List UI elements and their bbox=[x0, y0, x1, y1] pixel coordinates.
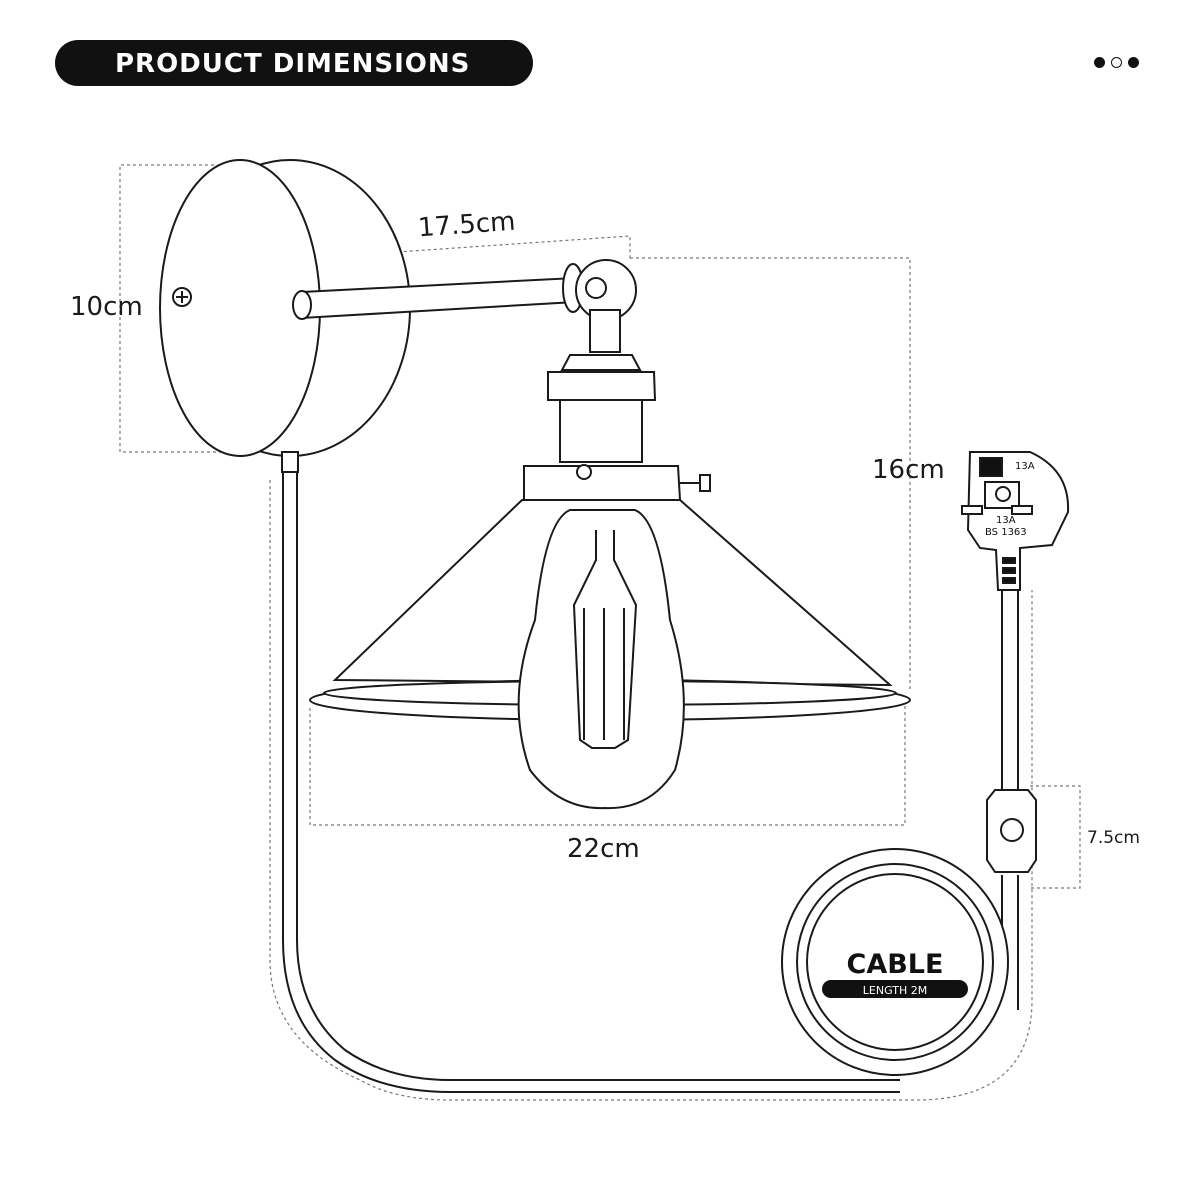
cable-badge-pill bbox=[822, 980, 968, 998]
lamp-holder bbox=[523, 354, 711, 501]
cable-route-guide bbox=[269, 480, 1033, 1101]
plug-standard-label: BS 1363 bbox=[985, 527, 1027, 538]
base-height-label: 10cm bbox=[70, 292, 143, 322]
dimmer-knob-icon bbox=[1000, 818, 1024, 842]
pagination-dots[interactable] bbox=[1094, 57, 1144, 71]
fuse-icon bbox=[995, 486, 1011, 502]
title-banner: PRODUCT DIMENSIONS bbox=[55, 40, 533, 86]
inline-dimmer-switch bbox=[986, 789, 1037, 873]
uk-plug bbox=[961, 451, 1070, 591]
power-cable bbox=[281, 451, 900, 1093]
base-height-guide bbox=[119, 164, 250, 453]
plug-fuse-label: 13A bbox=[1015, 461, 1035, 472]
page-title: PRODUCT DIMENSIONS bbox=[115, 49, 471, 79]
edison-bulb bbox=[517, 509, 685, 810]
wall-plate bbox=[159, 159, 411, 457]
arm-length-guide bbox=[309, 235, 631, 290]
shade-width-guide bbox=[309, 700, 906, 826]
plug-pin-label: 13A bbox=[996, 515, 1016, 526]
lamp-arm bbox=[292, 259, 637, 353]
page-dot-1[interactable] bbox=[1094, 57, 1105, 68]
page-dot-3[interactable] bbox=[1128, 57, 1139, 68]
switch-length-guide bbox=[1030, 785, 1081, 889]
switch-length-label: 7.5cm bbox=[1087, 828, 1140, 848]
page-dot-2[interactable] bbox=[1111, 57, 1122, 68]
shade-width-label: 22cm bbox=[567, 834, 640, 864]
cable-coil bbox=[781, 848, 1009, 1076]
cable-badge-title: CABLE bbox=[847, 949, 944, 980]
cable-badge-subtitle: LENGTH 2M bbox=[863, 984, 927, 997]
shade-height-label: 16cm bbox=[872, 455, 945, 485]
